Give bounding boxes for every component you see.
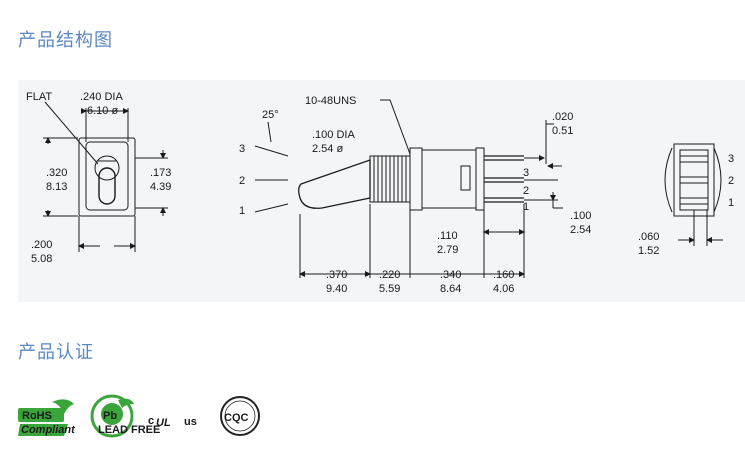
pin-label-3: 3: [523, 167, 529, 179]
angle-line: [267, 121, 272, 143]
position-line-3: [254, 145, 289, 157]
rear-lever-arc: [664, 147, 673, 213]
front-height-mm: 8.13: [46, 181, 67, 193]
svg-text:RoHS: RoHS: [22, 410, 52, 422]
body-length-in: .340: [440, 269, 461, 281]
certification-logos-svg: RoHS Compliant Pb LEAD FREE c UL us CQC: [18, 394, 260, 438]
svg-text:us: us: [184, 416, 197, 428]
rohs-logo: RoHS Compliant: [18, 399, 76, 436]
lever-length-in: .370: [326, 269, 347, 281]
svg-text:LEAD FREE: LEAD FREE: [98, 424, 160, 436]
thread-leader: [380, 99, 411, 155]
pins-length-in: .160: [493, 269, 514, 281]
terminal-thickness-mm: 0.51: [552, 125, 573, 137]
front-bushing-face: [85, 141, 129, 211]
flat-label: FLAT: [26, 91, 52, 103]
base-plate: [475, 147, 485, 211]
rear-offset-in: .060: [638, 231, 659, 243]
pin-label-2: 2: [523, 185, 529, 197]
switch-dimension-drawing: FLAT .240 DIA 6.10 ø .320 8.13 .173 4.39…: [26, 91, 734, 295]
flat-leader: [44, 101, 99, 165]
side-view: [254, 99, 563, 278]
pitch-in: .100: [570, 210, 591, 222]
lever-dia-mm: 2.54 ø: [312, 143, 343, 155]
ul-logo: c UL us: [148, 415, 197, 429]
svg-text:Compliant: Compliant: [21, 424, 76, 436]
svg-text:c: c: [148, 415, 154, 427]
bushing-length-in: .220: [379, 269, 400, 281]
side-position-3: 3: [239, 143, 245, 155]
thread-label: 10-48UNS: [305, 95, 356, 107]
angle-label: 25°: [262, 109, 279, 121]
nut: [409, 147, 423, 211]
side-position-1: 1: [239, 205, 245, 217]
lever-length-mm: 9.40: [326, 283, 347, 295]
rear-position-2: 2: [728, 175, 734, 187]
front-width-mm: 5.08: [31, 253, 52, 265]
front-dia-mm: 6.10 ø: [87, 105, 118, 117]
certification-logos: RoHS Compliant Pb LEAD FREE c UL us CQC: [18, 394, 318, 444]
svg-text:Pb: Pb: [103, 410, 117, 422]
position-line-1: [254, 203, 289, 213]
switch-body: [421, 149, 477, 209]
lever: [298, 159, 371, 209]
bushing-length-mm: 5.59: [379, 283, 400, 295]
front-inner-mm: 4.39: [150, 181, 171, 193]
rear-position-3: 3: [728, 153, 734, 165]
lever-dia-in: .100 DIA: [312, 129, 355, 141]
rear-position-1: 1: [728, 197, 734, 209]
svg-text:CQC: CQC: [224, 412, 249, 424]
thread-lines: [373, 156, 407, 202]
body-length-mm: 8.64: [440, 283, 461, 295]
certification-title: 产品认证: [18, 342, 94, 363]
cqc-logo: CQC: [220, 396, 260, 436]
pins-length-mm: 4.06: [493, 283, 514, 295]
lead-free-logo: Pb LEAD FREE: [90, 394, 160, 438]
front-body-outline: [78, 137, 136, 217]
terminal-thickness-in: .020: [552, 111, 573, 123]
rear-view: [664, 143, 723, 246]
front-width-in: .200: [31, 239, 52, 251]
lever-tip: [98, 167, 116, 205]
bushing-circle: [94, 155, 120, 181]
pitch-mm: 2.54: [570, 224, 591, 236]
front-view: [43, 101, 168, 252]
front-height-in: .320: [46, 167, 67, 179]
pin-label-1: 1: [523, 201, 529, 213]
side-position-2: 2: [239, 175, 245, 187]
svg-text:UL: UL: [156, 417, 171, 429]
front-dia-in: .240 DIA: [80, 91, 123, 103]
body-window: [460, 165, 471, 191]
front-inner-in: .173: [150, 167, 171, 179]
terminal-length-in: .110: [437, 230, 458, 242]
structure-title: 产品结构图: [18, 30, 113, 51]
structure-drawing-panel: FLAT .240 DIA 6.10 ø .320 8.13 .173 4.39…: [18, 80, 745, 302]
rear-offset-mm: 1.52: [638, 245, 659, 257]
terminal-length-mm: 2.79: [437, 244, 458, 256]
